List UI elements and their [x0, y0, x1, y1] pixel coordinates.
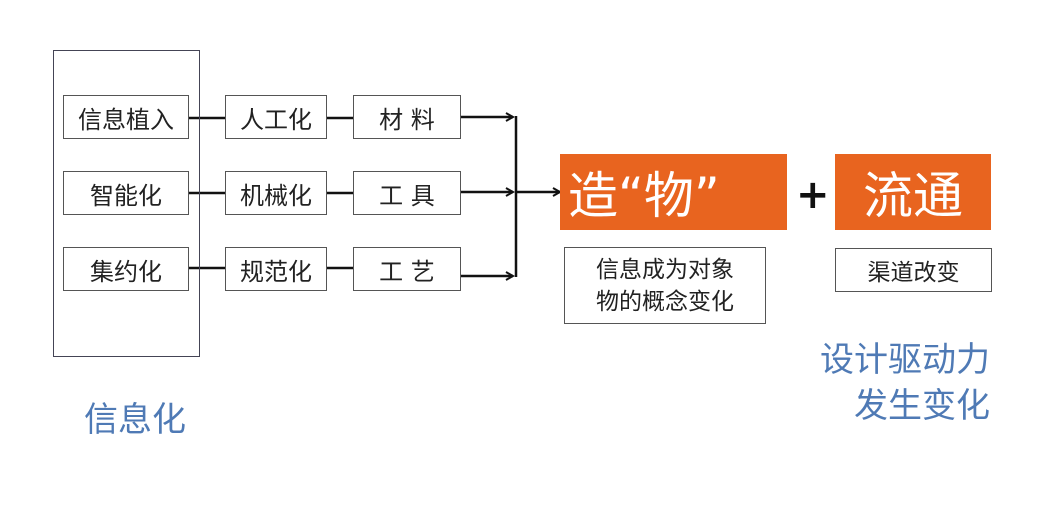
object-description-box: 信息成为对象 物的概念变化 — [564, 247, 766, 324]
mode-box: 人工化 — [225, 95, 327, 139]
conclusion-line: 设计驱动力 — [820, 340, 990, 380]
circulation-description-box: 渠道改变 — [835, 248, 992, 292]
info-group-frame — [53, 50, 200, 357]
circulation-title-block: 流通 — [835, 154, 991, 230]
object-description-line: 信息成为对象 — [596, 256, 734, 283]
info-box: 信息植入 — [63, 95, 189, 139]
object-title-block: 造“物” — [560, 154, 787, 230]
group-label: 信息化 — [84, 400, 186, 440]
element-box: 工 具 — [353, 171, 461, 215]
element-box: 材 料 — [353, 95, 461, 139]
plus-sign: + — [796, 172, 830, 218]
object-description-line: 物的概念变化 — [596, 288, 734, 315]
conclusion-line: 发生变化 — [854, 386, 990, 426]
info-box: 集约化 — [63, 247, 189, 291]
mode-box: 机械化 — [225, 171, 327, 215]
info-box: 智能化 — [63, 171, 189, 215]
element-box: 工 艺 — [353, 247, 461, 291]
mode-box: 规范化 — [225, 247, 327, 291]
